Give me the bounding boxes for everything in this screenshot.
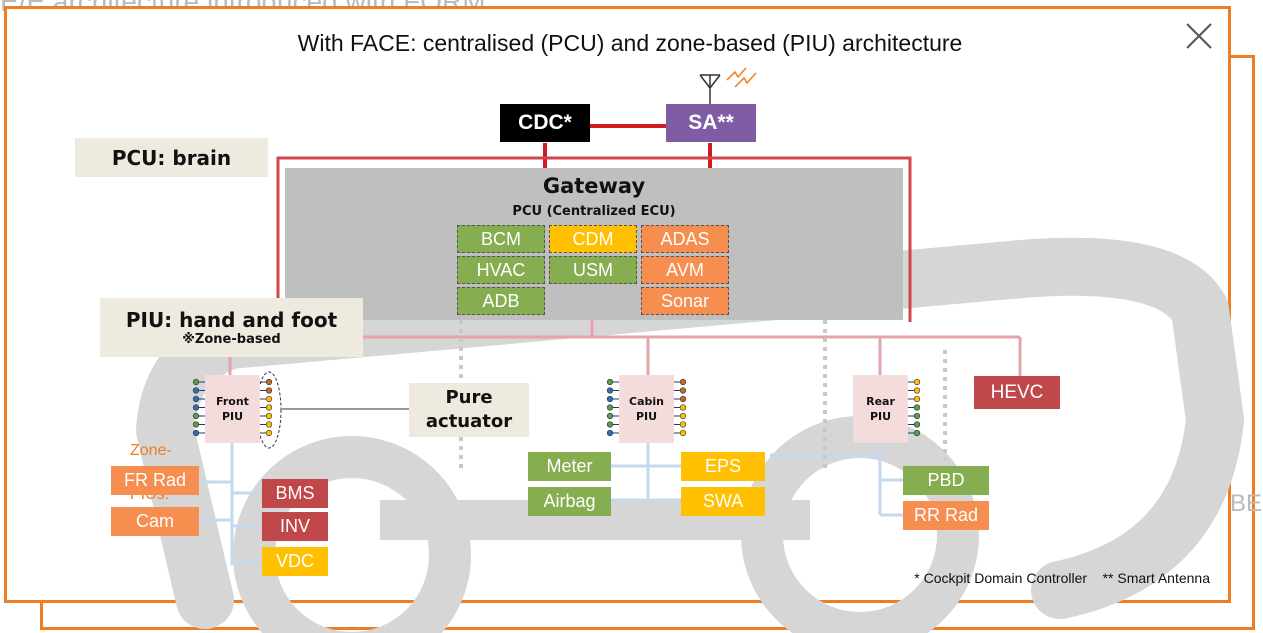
pin-group-highlight (256, 371, 282, 449)
device-vdc: VDC (262, 547, 328, 576)
module-adb: ADB (457, 287, 545, 315)
rear-piu: Rear PIU (853, 375, 908, 443)
device-rr-rad: RR Rad (903, 501, 989, 530)
front-piu-line2: PIU (221, 410, 244, 423)
pin-terminal (606, 378, 614, 386)
piu-tag-title: PIU: hand and foot (125, 308, 338, 332)
gateway-subtitle: PCU (Centralized ECU) (512, 204, 676, 219)
pin-terminal (192, 395, 200, 403)
pin-terminal (913, 378, 921, 386)
hevc-box: HEVC (974, 376, 1060, 409)
pure-actuator-box: Pure actuator (409, 383, 529, 437)
gateway-title: Gateway (542, 174, 646, 198)
front-piu: Front PIU (205, 375, 260, 443)
module-cdm: CDM (549, 225, 637, 253)
pin-terminal (913, 395, 921, 403)
device-inv: INV (262, 512, 328, 541)
pcu-tag-text: PCU: brain (111, 145, 232, 170)
pin-terminal (679, 429, 687, 437)
pure-actuator-line1: Pure (445, 387, 493, 408)
rear-piu-line2: PIU (869, 410, 892, 423)
device-eps: EPS (681, 452, 765, 481)
pin-terminal (606, 395, 614, 403)
pin-terminal (679, 421, 687, 428)
module-adas: ADAS (641, 225, 729, 253)
pin-terminal (265, 421, 273, 428)
car-silhouette (136, 237, 1244, 629)
pin-terminal (606, 421, 614, 428)
cabin-piu-line2: PIU (635, 410, 658, 423)
pin-terminal (606, 412, 614, 420)
pin-terminal (606, 429, 614, 437)
device-cam: Cam (111, 507, 199, 536)
pin-terminal (192, 429, 200, 437)
pin-terminal (679, 395, 687, 403)
cdc-box: CDC* (500, 104, 590, 142)
pin-terminal (913, 421, 921, 428)
pin-terminal (192, 421, 200, 428)
pin-terminal (913, 387, 921, 394)
pin-terminal (679, 387, 687, 394)
pin-terminal (265, 429, 273, 437)
pin-terminal (192, 378, 200, 386)
pin-terminal (679, 404, 687, 411)
pcu-tag: PCU: brain (75, 138, 268, 177)
device-swa: SWA (681, 487, 765, 516)
device-pbd: PBD (903, 466, 989, 495)
pin-terminal (606, 387, 614, 394)
pin-terminal (265, 387, 273, 394)
footnote: * Cockpit Domain Controller ** Smart Ant… (914, 570, 1210, 586)
pin-terminal (913, 404, 921, 411)
pin-terminal (679, 412, 687, 420)
piu-tag: PIU: hand and foot ※Zone-based (100, 298, 363, 357)
cabin-piu-line1: Cabin (629, 395, 664, 408)
pin-terminal (913, 429, 921, 437)
pure-actuator-line2: actuator (425, 411, 513, 432)
sa-box: SA** (666, 104, 756, 142)
device-meter: Meter (528, 452, 611, 481)
pin-terminal (265, 378, 273, 386)
pin-terminal (192, 412, 200, 420)
antenna-icon (699, 74, 721, 106)
pin-terminal (192, 404, 200, 411)
pin-terminal (265, 395, 273, 403)
background-slide-partial-text: BE (1230, 490, 1263, 517)
module-hvac: HVAC (457, 256, 545, 284)
device-bms: BMS (262, 479, 328, 508)
close-icon[interactable] (1184, 21, 1214, 51)
pin-terminal (913, 412, 921, 420)
cabin-piu: Cabin PIU (619, 375, 674, 443)
diagram-title: With FACE: centralised (PCU) and zone-ba… (297, 30, 963, 56)
piu-tag-note: ※Zone-based (182, 332, 281, 347)
module-usm: USM (549, 256, 637, 284)
pin-terminal (679, 378, 687, 386)
pin-terminal (265, 404, 273, 411)
module-bcm: BCM (457, 225, 545, 253)
front-piu-line1: Front (216, 395, 249, 408)
pin-terminal (606, 404, 614, 411)
device-fr-rad: FR Rad (111, 466, 199, 495)
rear-piu-line1: Rear (866, 395, 895, 408)
zone-piu-label-line1: Zone- (130, 442, 172, 459)
pin-terminal (192, 387, 200, 394)
device-airbag: Airbag (528, 487, 611, 516)
module-sonar: Sonar (641, 287, 729, 315)
module-avm: AVM (641, 256, 729, 284)
wireless-signal-icon (726, 67, 757, 88)
pin-terminal (265, 412, 273, 420)
